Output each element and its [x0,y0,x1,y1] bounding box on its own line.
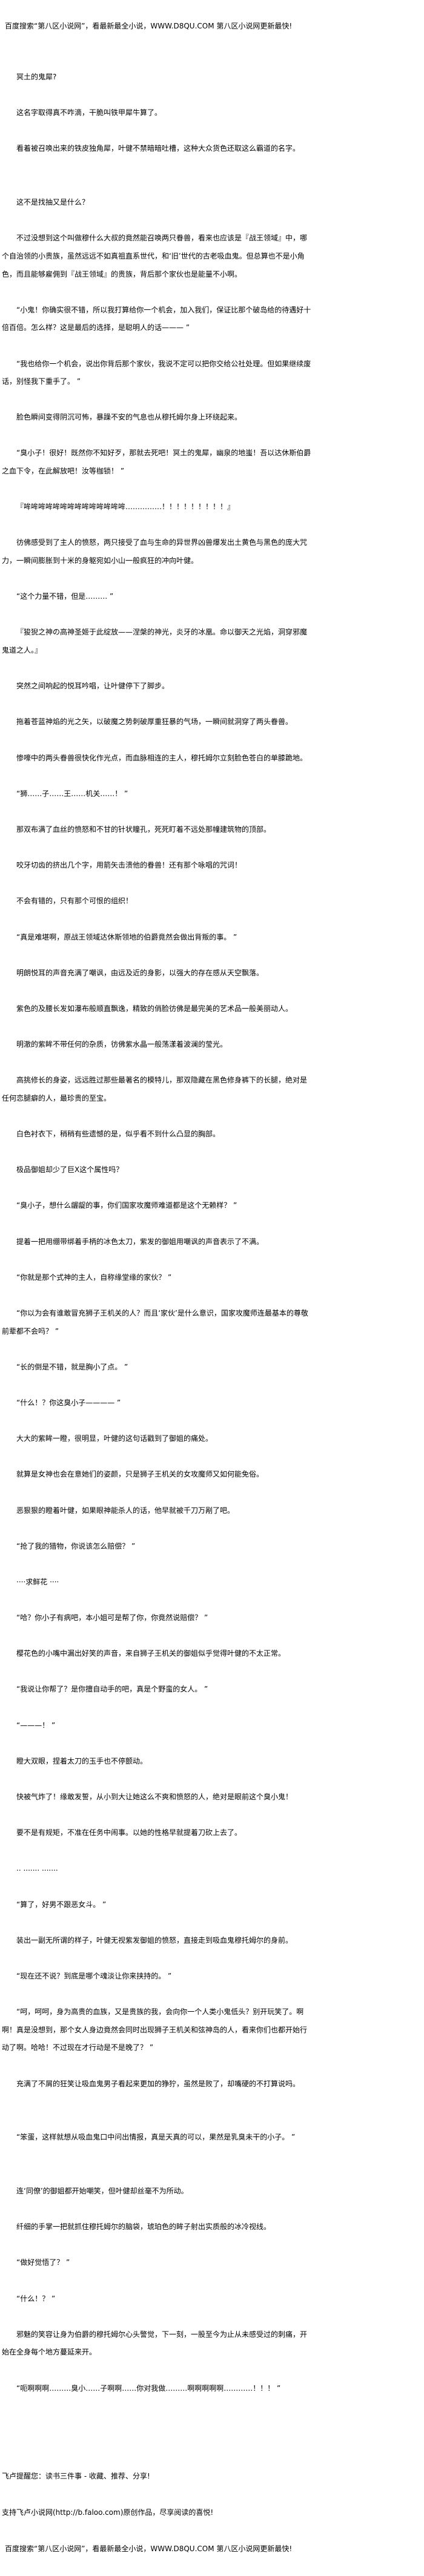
paragraph: 明澈的紫眸不带任何的杂质，彷佛紫水晶一般荡漾着波澜的莹光。 [16,1040,228,1049]
paragraph: “笨蛋，这样就想从吸血鬼口中问出情报，真是天真的可以，果然是乳臭未干的小子。 ” [16,2133,296,2142]
paragraph: .. ....... ....... [16,1864,58,1873]
paragraph: “臭小子，想什么龌龊的事，你们国家攻魔师难道都是这个无赖样？ ” [16,1201,237,1210]
paragraph: “臭小子！很好！既然你不知好歹，那就去死吧！冥土的鬼犀，幽泉的地蚩！吾以达休斯伯… [2,449,311,476]
paragraph: 冥土的鬼犀? [16,73,57,81]
paragraph: 脸色瞬间变得阴沉可怖，暴躁不安的气息也从穆托姆尔身上环绕起来。 [16,413,242,422]
paragraph: 装出一副无所谓的样子，叶健无视紫发御姐的愤怒，直接走到吸血鬼穆托姆尔的身前。 [16,1935,293,1945]
support-notice: 支持飞卢小说网(http://b.faloo.com)原创作品，尽享阅读的喜悦! [2,2508,214,2517]
paragraph: 充满了不屑的狂笑让吸血鬼男子看起来更加的狰狞，虽然是败了，却嘴硬的不打算说吗。 [16,2079,300,2088]
paragraph: 要不是有规矩，不准在任务中闹事。以她的性格早就提着刀砍上去了。 [16,1828,242,1837]
paragraph: “抢了我的猎物，你说该怎么赔偿？ ” [16,1541,136,1550]
paragraph: 瞪大双眼，捏着太刀的玉手也不停颤动。 [16,1756,148,1765]
paragraph: 明朗悦耳的声音充满了嘲讽，由远及近的身影，以强大的存在感从天空飘落。 [16,968,264,977]
paragraph: “你就是那个式神的主人，自称缘堂缘的家伙？ ” [16,1273,172,1282]
site-ad-header: 百度搜索“第八区小说网”，看最新最全小说，WWW.D8QU.COM 第八区小说网… [5,22,293,30]
paragraph: “现在还不说？到底是哪个魂淡让你来挟持的。 ” [16,1971,172,1980]
paragraph: 紫色的及腰长发如瀑布般顺直飘逸，精致的俏脸彷佛是最完美的艺术品一般美丽动人。 [16,1004,293,1013]
paragraph: “小鬼！你确实很不错，所以我打算给你一个机会，加入我们，保证比那个破岛给的待遇好… [2,305,311,332]
paragraph: 提着一把用绷带绑着手柄的冰色太刀，紫发的御姐用嘲讽的声音表示了不满。 [16,1237,264,1246]
paragraph: 恶狠狠的瞪着叶健，如果眼神能杀人的话，他早就被千刀万剐了吧。 [16,1506,235,1515]
paragraph: “哈？你小子有病吧，本小姐可是帮了你，你竟然说赔偿？ ” [16,1613,208,1622]
paragraph: ····求鲜花 ···· [16,1577,59,1586]
paragraph: “什么！？ ” [16,2294,56,2303]
paragraph: 白色衬衣下，稍稍有些遗憾的是，似乎看不到什么凸显的胸部。 [16,1130,220,1139]
paragraph: 咬牙切齿的挤出几个字，用箭矢击溃他的眷兽！还有那个咏唱的咒词！ [16,861,242,870]
paragraph: 连‘同僚’的御姐都开始嘲笑，但叶健却丝毫不为所动。 [16,2187,188,2196]
paragraph: “真是难堪啊，原战王领域达休斯领地的伯爵竟然会做出背叛的事。 ” [16,932,237,941]
paragraph: 不会有错的，只有那个可恨的组织！ [16,897,133,906]
paragraph: 不过没想到这个叫做穆什么大叔的竟然能召唤两只眷兽，看来也应该是『战王领域』中，哪… [2,234,308,278]
site-ad-footer: 百度搜索“第八区小说网”，看最新最全小说，WWW.D8QU.COM 第八区小说网… [5,2545,293,2553]
paragraph: “狮……子……王……机关……！ ” [16,789,128,798]
paragraph: “我也给你一个机会，说出你背后那个家伙，我说不定可以把你交给公社处理。但如果继续… [2,359,311,386]
paragraph: 看着被召唤出来的铁皮独角犀，叶健不禁暗暗吐槽，这种大众货色还取这么霸道的名字。 [16,144,300,153]
paragraph: “———！ ” [16,1721,56,1730]
paragraph: “做好觉悟了？ ” [16,2258,70,2267]
paragraph: “你以为会有谁敢冒充狮子王机关的人？而且‘家伙’是什么意识，国家攻魔师连最基本的… [2,1308,308,1336]
paragraph: 樱花色的小嘴中漏出好笑的声音，来自狮子王机关的御姐似乎觉得叶健的不太正常。 [16,1649,286,1658]
paragraph: 惨嚎中的两头眷兽很快化作光点，而血脉相连的主人，穆托姆尔立刻脸色苍白的单膝跪地。 [16,753,308,762]
reading-reminder: 飞卢提醒您：读书三件事 - 收藏、推荐、分享! [2,2472,150,2480]
paragraph: 极品御姐却少了巨X这个属性吗？ [16,1165,124,1174]
paragraph: 就算是女神也会在意她们的姿颜，只是狮子王机关的女攻魔师又如何能免俗。 [16,1470,264,1479]
paragraph: 那双布满了血丝的愤怒和不甘的针状瞳孔，死死盯着不远处那幢建筑物的顶部。 [16,825,271,834]
paragraph: 『哞哞哞哞哞哞哞哞哞哞哞哞哞哞……………！！！！！！！！！』 [16,502,235,512]
paragraph: 快被气炸了！缘敢发誓，从小到大让她这么不爽和愤怒的人，绝对是眼前这个臭小鬼！ [16,1793,293,1801]
page-footer: 飞卢提醒您：读书三件事 - 收藏、推荐、分享! 支持飞卢小说网(http://b… [2,2467,420,2576]
paragraph: “呵，呵呵，身为高贵的血族，又是贵族的我，会向你一个人类小鬼低头？别开玩笑了。啊… [2,2008,308,2052]
paragraph: 高挑修长的身姿，远远胜过那些最著名的模特儿，那双隐藏在黑色修身裤下的长腿，绝对是… [2,1076,308,1102]
paragraph: “长的倒是不错，就是胸小了点。 ” [16,1362,128,1371]
paragraph: 大大的紫眸一瞪，很明显，叶健的这句话戳到了御姐的痛处。 [16,1434,213,1443]
paragraph: 这不是找抽又是什么？ [16,198,90,207]
paragraph: 『狻猊之神の高神圣姬于此绽放——涅槃的神光，炎牙的冰凰。命以御天之光焰，洞穿邪魔… [2,628,308,654]
paragraph: “我说让你帮了？是你擅自动手的吧，真是个野蛮的女人。 ” [16,1685,208,1694]
paragraph: “什么！？你这臭小子———— ” [16,1398,121,1407]
chapter-content: 冥土的鬼犀? 这名字取得真不咋滴，干脆叫铁甲犀牛算了。看着被召唤出来的铁皮独角犀，… [2,68,312,2416]
paragraph: 拖着苍蓝神焰的光之矢，以破魔之势刺破厚重狂暴的气场，一瞬间就洞穿了两头眷兽。 [16,717,293,726]
paragraph: “这个力量不错，但是……… ” [16,592,114,601]
paragraph: 彷佛感受到了主人的愤怒，两只接受了血与生命的异世界凶兽爆发出土黄色与黑色的庞大咒… [2,538,308,565]
paragraph: 邪魅的笑容让身为伯爵的穆托姆尔心头警觉，下一刻，一股至今为止从未感受过的刺痛，开… [2,2330,308,2357]
paragraph: 这名字取得真不咋滴，干脆叫铁甲犀牛算了。 [16,108,162,117]
paragraph: “算了，好男不跟恶女斗。 ” [16,1900,107,1909]
paragraph: “呃啊啊啊………臭小……子啊啊……你对我做………啊啊啊啊啊…………！！！ ” [16,2383,281,2393]
paragraph: 纤细的手掌一把就抓住穆托姆尔的脑袋，琥珀色的眸子射出实质般的冰冷视线。 [16,2222,271,2232]
paragraph: 突然之间响起的悦耳吟唱，让叶健停下了脚步。 [16,682,170,691]
